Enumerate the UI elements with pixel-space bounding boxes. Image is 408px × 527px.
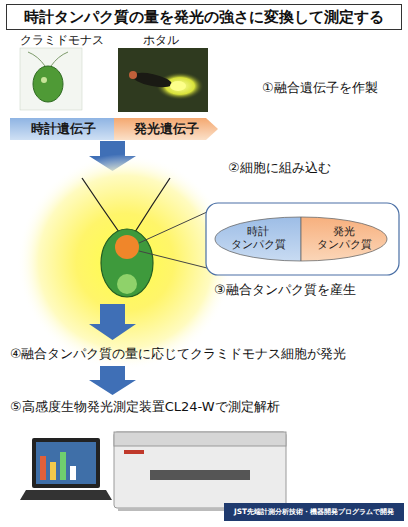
node-fill — [224, 503, 404, 521]
node-fill — [301, 217, 387, 261]
firefly-lantern — [170, 81, 186, 91]
species-label: クラミドモナス — [20, 33, 104, 47]
flagellum — [28, 52, 45, 66]
device-lid — [114, 432, 286, 446]
cell-body — [101, 229, 153, 297]
leader-line — [139, 212, 207, 243]
species-label: ホタル — [143, 33, 179, 47]
firefly-head — [129, 71, 137, 79]
flagellum — [135, 178, 170, 232]
screen-bar — [60, 452, 66, 480]
photo-frame — [118, 48, 208, 112]
laptop-base — [20, 490, 112, 500]
credit-box: JST先端計測分析技術・機器開発プログラムで開発 — [224, 503, 404, 521]
leader-line — [139, 251, 207, 268]
step-label: ①融合遺伝子を作製 — [262, 80, 378, 96]
node-text: 発光遺伝子 — [134, 122, 199, 137]
node-fill — [215, 217, 301, 261]
firefly-photo — [118, 48, 208, 112]
cell-body — [33, 66, 63, 102]
node-text: JST先端計測分析技術・機器開発プログラムで開発 — [234, 508, 394, 517]
step-label: ②細胞に組み込む — [228, 160, 331, 176]
node-fill — [114, 118, 218, 140]
title-box: 時計タンパク質の量を発光の強さに変換して測定する — [6, 4, 402, 30]
node-text: 時計 タンパク質 — [223, 226, 293, 251]
down-arrow — [89, 366, 136, 395]
nucleus — [115, 235, 139, 259]
step-label: ⑤高感度生物発光測定装置CL24-Wで測定解析 — [10, 399, 280, 415]
firefly-body — [131, 70, 173, 90]
node-fill — [10, 118, 116, 140]
node-text: 時計遺伝子 — [31, 122, 96, 137]
laptop-lid — [32, 438, 100, 488]
device-badge — [124, 450, 144, 454]
flagellum — [82, 178, 119, 232]
callout-box — [206, 203, 399, 275]
flagellum — [51, 52, 68, 66]
laptop-screen — [36, 442, 96, 484]
gene-band: 時計遺伝子 — [10, 118, 116, 140]
screen-bar — [50, 462, 56, 480]
device-slot — [150, 470, 250, 480]
device-photo — [20, 432, 286, 511]
organelle — [41, 77, 47, 83]
node-text: 発光 タンパク質 — [309, 226, 379, 251]
photo-frame — [20, 48, 82, 110]
device-body — [114, 432, 286, 508]
title-text: 時計タンパク質の量を発光の強さに変換して測定する — [24, 8, 384, 27]
step-label: ④融合タンパク質の量に応じてクラミドモナス細胞が発光 — [10, 346, 346, 361]
down-arrow — [89, 304, 136, 340]
screen-bar — [70, 466, 76, 480]
gene-band: 発光遺伝子 — [114, 118, 218, 140]
screen-bar — [40, 456, 46, 480]
pyrenoid — [117, 274, 137, 294]
step-label: ③融合タンパク質を産生 — [214, 282, 356, 298]
protein-half: 時計 タンパク質 — [215, 217, 301, 261]
protein-half: 発光 タンパク質 — [301, 217, 387, 261]
chlamydomonas-photo — [20, 48, 82, 110]
light-glow — [17, 154, 233, 370]
